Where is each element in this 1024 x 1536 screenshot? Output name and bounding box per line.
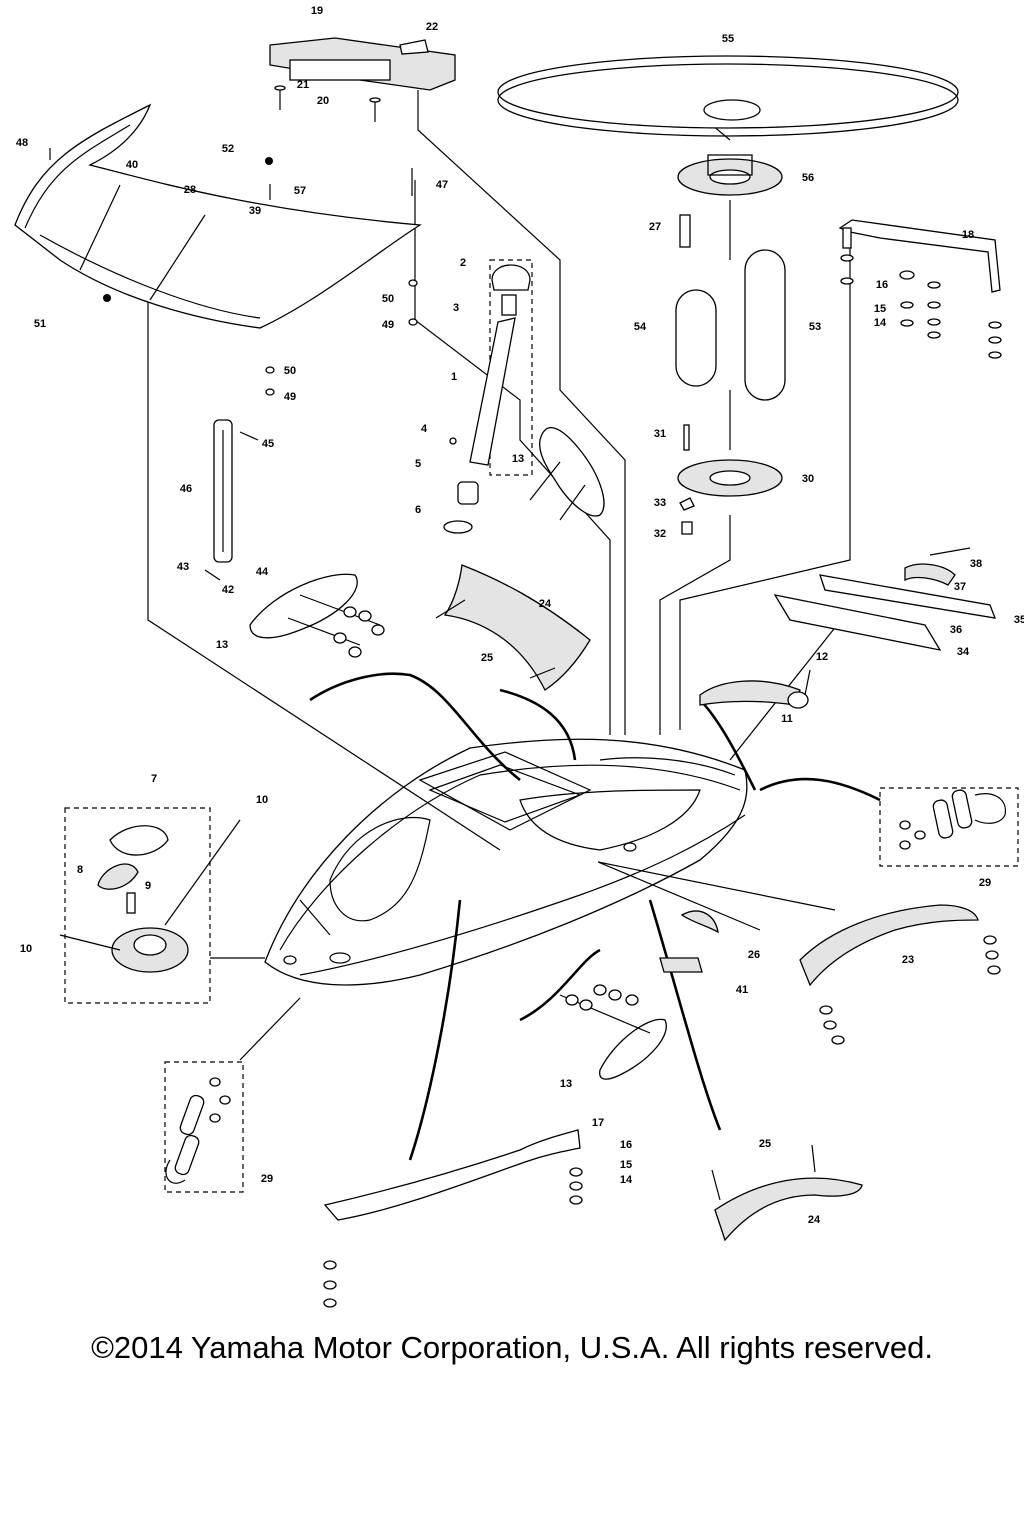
callout-35: 35 (1014, 614, 1024, 626)
callout-37: 37 (954, 581, 966, 593)
callout-1: 1 (451, 371, 457, 383)
callout-42: 42 (222, 584, 234, 596)
board-rack (497, 55, 959, 535)
callout-51: 51 (34, 318, 46, 330)
callout-46: 46 (180, 483, 192, 495)
callout-47: 47 (436, 179, 448, 191)
callout-dot-52 (265, 157, 273, 165)
callout-11: 11 (781, 713, 793, 725)
exploded-parts-diagram: 1922212055484052285747395627182350491615… (14, 5, 1024, 1308)
callout-33: 33 (654, 497, 666, 509)
nav-light-7 (59, 807, 241, 1004)
callout-27: 27 (649, 221, 661, 233)
tow-eye-29-left (164, 1061, 244, 1193)
callout-45: 45 (262, 438, 274, 450)
callout-13: 13 (512, 453, 524, 465)
callout-57: 57 (294, 185, 306, 197)
callout-9: 9 (145, 880, 151, 892)
callout-8: 8 (77, 864, 83, 876)
callout-13: 13 (560, 1078, 572, 1090)
callout-26: 26 (748, 949, 760, 961)
callout-39: 39 (249, 205, 261, 217)
rail-17 (323, 1129, 583, 1308)
tow-eye-29-right (879, 787, 1019, 867)
callout-7: 7 (151, 773, 157, 785)
callout-40: 40 (126, 159, 138, 171)
boat-hull (264, 738, 748, 986)
callout-3: 3 (453, 302, 459, 314)
copyright-notice: ©2014 Yamaha Motor Corporation, U.S.A. A… (91, 1330, 933, 1365)
callout-34: 34 (957, 646, 970, 658)
callout-48: 48 (16, 137, 28, 149)
callout-17: 17 (592, 1117, 604, 1129)
callout-29: 29 (979, 877, 991, 889)
tower-bracket (269, 37, 456, 122)
callout-dot-51 (103, 294, 111, 302)
callout-28: 28 (184, 184, 196, 196)
callout-44: 44 (256, 566, 269, 578)
callout-36: 36 (950, 624, 962, 636)
fasteners (265, 168, 418, 396)
callout-41: 41 (736, 984, 748, 996)
callout-53: 53 (809, 321, 821, 333)
callout-22: 22 (426, 21, 438, 33)
callout-20: 20 (317, 95, 329, 107)
cleat-13-lower (559, 984, 667, 1080)
pad-24-lower (711, 1144, 863, 1242)
callout-29: 29 (261, 1173, 273, 1185)
callout-16: 16 (620, 1139, 632, 1151)
callout-21: 21 (297, 79, 309, 91)
callout-14: 14 (620, 1174, 633, 1186)
callout-16: 16 (876, 279, 888, 291)
plate-41 (659, 957, 703, 973)
windshield (14, 103, 422, 329)
rail-23 (799, 904, 1001, 1045)
callout-10: 10 (256, 794, 268, 806)
callout-49: 49 (382, 319, 394, 331)
callout-14: 14 (874, 317, 887, 329)
callout-52: 52 (222, 143, 234, 155)
callout-18: 18 (962, 229, 974, 241)
callout-12: 12 (816, 651, 828, 663)
callout-15: 15 (874, 303, 886, 315)
rail-34-38 (773, 547, 997, 651)
callout-19: 19 (311, 5, 323, 17)
callout-15: 15 (620, 1159, 632, 1171)
rail-18 (838, 219, 1002, 359)
cleat-13-left (249, 573, 385, 658)
pad-24-upper (435, 564, 591, 691)
handle-11 (699, 669, 811, 709)
tube-assembly (443, 259, 533, 534)
grab-handle-46 (204, 419, 259, 581)
callout-24: 24 (808, 1214, 821, 1226)
callout-50: 50 (382, 293, 394, 305)
plate-26 (680, 910, 719, 934)
callout-23: 23 (902, 954, 914, 966)
callout-13: 13 (216, 639, 228, 651)
callout-25: 25 (481, 652, 493, 664)
callout-50: 50 (284, 365, 296, 377)
callout-30: 30 (802, 473, 814, 485)
cleat-13-upper-right (529, 427, 605, 521)
callout-2: 2 (460, 257, 466, 269)
callout-5: 5 (415, 458, 421, 470)
callout-24: 24 (539, 598, 552, 610)
callout-25: 25 (759, 1138, 771, 1150)
callout-10: 10 (20, 943, 32, 955)
callout-32: 32 (654, 528, 666, 540)
callout-43: 43 (177, 561, 189, 573)
callout-4: 4 (421, 423, 428, 435)
callout-55: 55 (722, 33, 734, 45)
callout-6: 6 (415, 504, 421, 516)
callout-54: 54 (634, 321, 647, 333)
callout-38: 38 (970, 558, 982, 570)
callout-49: 49 (284, 391, 296, 403)
callout-56: 56 (802, 172, 814, 184)
callout-31: 31 (654, 428, 666, 440)
